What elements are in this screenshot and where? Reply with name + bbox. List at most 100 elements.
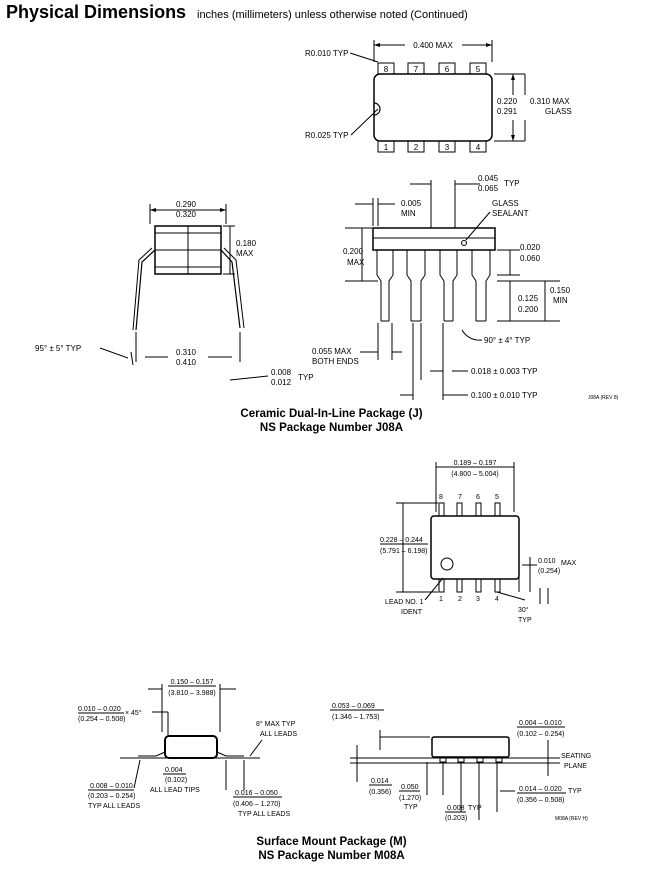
pin-label: 2 [458,596,462,603]
end-lead1: 0.008 [271,368,292,377]
dim-a2: 0.291 [497,107,518,116]
side-m1: 0.055 MAX [312,347,352,356]
m-side-b3: TYP [404,804,418,811]
pin-label: 7 [414,65,419,74]
radius-bottom: R0.025 TYP [305,131,348,140]
m-end-f2: (0.406 – 1.270) [233,801,280,808]
m-end-w2: (3.810 – 3.988) [168,690,215,697]
m-end-c1b: × 45° [125,709,142,717]
pin-label: 4 [495,596,499,603]
side-t2: MIN [553,296,568,305]
j08a-caption-line1: Ceramic Dual-In-Line Package (J) [240,408,423,420]
side-angle: 90° ± 4° TYP [484,336,530,345]
m-side-a1: 0.014 [371,778,389,785]
m-side-s2: (0.102 – 0.254) [517,731,564,738]
j08a-rev: J08A (REV 8) [588,395,619,401]
j08a-caption: Ceramic Dual-In-Line Package (J) NS Pack… [0,407,663,435]
dim-b2: GLASS [545,107,572,116]
m-top-angle2: TYP [518,617,532,624]
m-top-lead-no: LEAD NO. 1 [385,599,424,606]
m-end-l2: (0.203 – 0.254) [88,793,135,800]
m08a-top-view: 8 7 6 5 1 2 3 4 0.189 – 0.197 (4.800 – 5… [380,460,577,624]
dim-b1: 0.310 MAX [530,97,570,106]
m-side-b1: 0.050 [401,784,419,791]
m-top-w2: (4.800 – 5.004) [451,471,498,478]
m-end-l1: 0.008 – 0.010 [90,783,133,790]
m-end-f3: TYP ALL LEADS [238,811,290,818]
end-w2: 0.320 [176,210,197,219]
end-h1: 0.180 [236,239,257,248]
m-side-seat1: SEATING [561,753,591,760]
m-side-c1b: TYP [568,788,582,795]
pin-label: 3 [476,596,480,603]
end-h2: MAX [236,249,254,258]
pin-label: 4 [476,143,481,152]
pin-label: 5 [476,65,481,74]
m-end-f1: 0.016 – 0.050 [235,790,278,797]
end-span1: 0.310 [176,348,197,357]
pin-label: 6 [476,494,480,501]
m-side-a2: (0.356) [369,789,391,796]
pin-label: 5 [495,494,499,501]
side-glass2: SEALANT [492,209,529,218]
side-m2: BOTH ENDS [312,357,359,366]
j08a-top-view: 8 7 6 5 1 2 3 4 0.400 MAX R0.010 TYP R0.… [305,40,572,153]
m-top-ident: IDENT [401,609,423,616]
m08a-rev: M08A (REV H) [555,816,588,822]
m08a-side-view: 0.053 – 0.069 (1.346 – 1.753) 0.004 – 0.… [330,703,591,822]
side-d2b: MIN [401,209,416,218]
m08a-caption: Surface Mount Package (M) NS Package Num… [0,835,663,863]
m08a-end-view: 0.150 – 0.157 (3.810 – 3.988) 0.010 – 0.… [78,679,297,818]
m-end-t2: (0.102) [165,777,187,784]
side-lead: 0.018 ± 0.003 TYP [471,367,538,376]
m-end-ang2: ALL LEADS [260,731,297,738]
m-end-c1: 0.010 – 0.020 [78,706,121,713]
side-s1: 0.020 [520,243,541,252]
side-h2: MAX [347,258,365,267]
m-top-m1b: MAX [561,560,577,567]
m-side-s1: 0.004 – 0.010 [519,720,562,727]
m08a-caption-line1: Surface Mount Package (M) [256,836,407,848]
m-top-m1: 0.010 [538,558,556,565]
m-top-w1: 0.189 – 0.197 [454,460,497,467]
j08a-caption-line2: NS Package Number J08A [259,422,404,434]
radius-top: R0.010 TYP [305,49,348,58]
m-end-ang1: 8° MAX TYP [256,720,296,728]
end-w1: 0.290 [176,200,197,209]
side-d1a: 0.045 [478,174,499,183]
m08a-caption-line2: NS Package Number M08A [258,850,405,862]
dim-a1: 0.220 [497,97,518,106]
side-s2: 0.060 [520,254,541,263]
end-lead2: 0.012 [271,378,292,387]
m-side-seat2: PLANE [564,763,587,770]
pin-label: 3 [445,143,450,152]
m-end-c2: (0.254 – 0.508) [78,716,125,723]
dim-width: 0.400 MAX [413,41,453,50]
side-d2a: 0.005 [401,199,422,208]
m-side-h1: 0.053 – 0.069 [332,703,375,710]
side-glass1: GLASS [492,199,519,208]
m-side-c2: (0.356 – 0.508) [517,797,564,804]
j08a-side-view: 0.045 0.065 TYP 0.005 MIN GLASS SEALANT … [312,174,619,401]
pin-label: 8 [439,494,443,501]
m-side-d2: (0.203) [445,815,467,822]
side-d1typ: TYP [504,179,520,188]
m-side-c1: 0.014 – 0.020 [519,786,562,793]
m-top-h2: (5.791 – 6.198) [380,548,427,555]
m-side-d1b: TYP [468,805,482,812]
end-lead-typ: TYP [298,373,314,382]
pin-label: 2 [414,143,419,152]
m-end-t1: 0.004 [165,767,183,774]
end-angle: 95° ± 5° TYP [35,344,81,353]
page-title: Physical Dimensions [6,2,187,22]
j08a-end-view: 0.290 0.320 0.180 MAX 95° ± 5° TYP 0.310… [35,200,314,387]
pin-label: 6 [445,65,450,74]
pin-label: 1 [384,143,389,152]
m-end-w1: 0.150 – 0.157 [171,679,214,686]
pin-label: 7 [458,494,462,501]
m-side-b2: (1.270) [399,795,421,802]
m-top-angle1: 30° [518,606,529,614]
side-t1: 0.150 [550,286,571,295]
page-subtitle: inches (millimeters) unless otherwise no… [197,9,468,21]
